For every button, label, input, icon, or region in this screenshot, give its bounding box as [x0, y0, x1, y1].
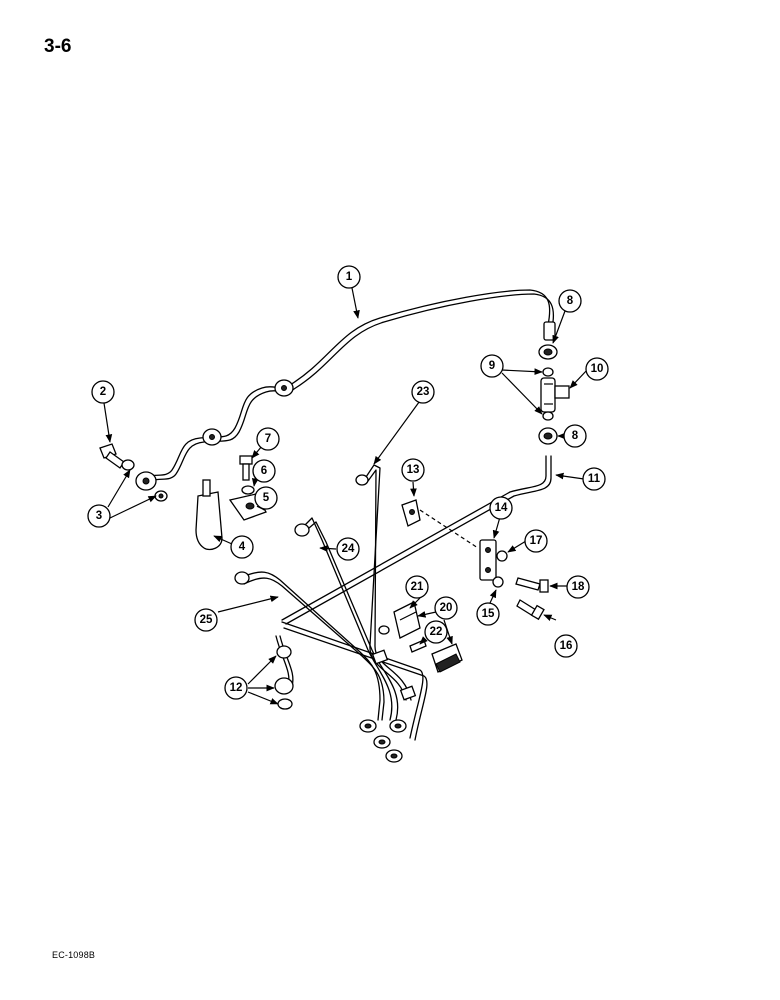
mounting-bracket [479, 539, 497, 581]
callout-16[interactable]: 16 [554, 634, 578, 658]
callout-22[interactable]: 22 [424, 620, 448, 644]
svg-text:11: 11 [588, 473, 601, 485]
injector [195, 479, 223, 551]
callout-15[interactable]: 15 [476, 602, 500, 626]
bracket-washer-upper [496, 550, 508, 562]
sealing-washer [121, 459, 135, 471]
pipe-end-fitting [543, 321, 556, 341]
svg-text:23: 23 [417, 386, 430, 398]
pump-end-nut [359, 719, 377, 733]
svg-text:16: 16 [560, 640, 573, 652]
pipe-union-nut [234, 571, 250, 585]
callout-4[interactable]: 4 [230, 535, 254, 559]
callout-8-lower[interactable]: 8 [563, 424, 587, 448]
svg-text:2: 2 [100, 386, 106, 398]
callout-23[interactable]: 23 [411, 380, 435, 404]
banjo-fitting [202, 428, 222, 446]
clamp-screw [409, 639, 427, 653]
return-pipe [281, 455, 552, 625]
grommet [274, 677, 294, 695]
callout-25[interactable]: 25 [194, 608, 218, 632]
svg-text:15: 15 [482, 608, 495, 620]
callout-3[interactable]: 3 [87, 504, 111, 528]
svg-text:3: 3 [96, 510, 102, 522]
callout-17[interactable]: 17 [524, 529, 548, 553]
callout-1[interactable]: 1 [337, 265, 361, 289]
svg-text:24: 24 [342, 543, 355, 555]
callout-10[interactable]: 10 [585, 357, 609, 381]
banjo-fitting [135, 471, 157, 491]
pipe-clamp-lower [431, 643, 463, 673]
sealing-ring-bottom [542, 411, 554, 421]
pump-end-nut [385, 749, 403, 763]
pipe-union-nut [294, 523, 310, 537]
pipe-clamp-upper [393, 601, 421, 639]
callout-21[interactable]: 21 [405, 575, 429, 599]
callout-11[interactable]: 11 [582, 467, 606, 491]
svg-text:22: 22 [430, 626, 443, 638]
callout-12[interactable]: 12 [224, 676, 248, 700]
document-code: EC-1098B [52, 950, 96, 960]
svg-text:20: 20 [440, 602, 453, 614]
svg-text:13: 13 [407, 464, 420, 476]
pipe-cluster-clip [399, 685, 417, 701]
alignment-guide [419, 509, 479, 549]
bracket-washer-lower [492, 576, 504, 588]
callout-8-upper[interactable]: 8 [558, 289, 582, 313]
svg-text:12: 12 [230, 682, 243, 694]
leak-off-pipe [139, 289, 555, 487]
pipe-cluster-clip [371, 649, 389, 665]
callout-20[interactable]: 20 [434, 596, 458, 620]
sealing-ring-top [542, 367, 554, 377]
svg-text:7: 7 [265, 433, 271, 445]
injector-pipes [239, 464, 428, 741]
callout-6[interactable]: 6 [252, 459, 276, 483]
clamp-nut [378, 625, 390, 635]
callout-24[interactable]: 24 [336, 537, 360, 561]
banjo-bolt [99, 443, 125, 469]
union-nut-bottom [538, 427, 558, 445]
svg-text:4: 4 [239, 541, 246, 553]
bracket-bolt-upper [515, 577, 549, 593]
page-number: 3-6 [44, 36, 72, 57]
pump-end-nut [373, 735, 391, 749]
svg-text:6: 6 [261, 465, 267, 477]
callout-5[interactable]: 5 [254, 486, 278, 510]
grommet [276, 645, 292, 659]
grommet [277, 698, 293, 710]
svg-text:25: 25 [200, 614, 213, 626]
callout-14[interactable]: 14 [489, 496, 513, 520]
svg-text:1: 1 [346, 271, 353, 283]
pump-end-nut [389, 719, 407, 733]
union-nut-top [538, 344, 558, 360]
callout-7[interactable]: 7 [256, 427, 280, 451]
clamp-bolt [239, 455, 253, 481]
tee-fitting [540, 377, 570, 413]
pipe-union-nut [355, 474, 369, 486]
svg-text:5: 5 [263, 492, 270, 504]
callout-18[interactable]: 18 [566, 575, 590, 599]
svg-text:18: 18 [572, 581, 585, 593]
svg-text:14: 14 [495, 502, 508, 514]
svg-text:8: 8 [572, 430, 579, 442]
clamp-washer [241, 485, 255, 495]
banjo-fitting [274, 379, 294, 397]
pipe-clip [401, 499, 421, 527]
svg-text:10: 10 [591, 363, 604, 375]
callout-2[interactable]: 2 [91, 380, 115, 404]
svg-text:9: 9 [489, 360, 495, 372]
svg-text:8: 8 [567, 295, 574, 307]
svg-text:17: 17 [530, 535, 543, 547]
callout-9[interactable]: 9 [480, 354, 504, 378]
bracket-bolt-lower [516, 599, 545, 621]
callout-13[interactable]: 13 [401, 458, 425, 482]
svg-text:21: 21 [411, 581, 424, 593]
